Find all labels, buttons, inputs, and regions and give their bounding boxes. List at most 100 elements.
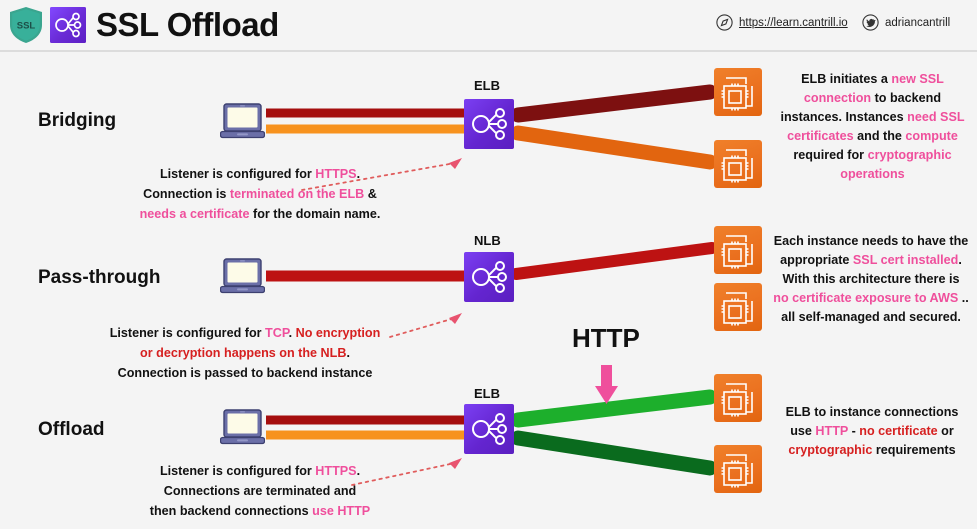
note-line: certificates and the compute [770,127,975,146]
laptop-icon-passthrough [220,258,265,294]
note-segment: TCP [265,326,289,340]
note-segment: use HTTP [312,504,371,518]
note-left-passthrough: Listener is configured for TCP. No encry… [95,323,395,383]
note-segment: all self-managed and secured. [781,310,961,324]
note-segment: to backend [871,91,942,105]
ec2-instance-icon-passthrough-2[interactable] [714,283,762,331]
laptop-icon-bridging [220,103,265,139]
note-segment: or [937,424,954,438]
note-left-bridging: Listener is configured for HTTPS.Connect… [110,164,410,224]
note-line: then backend connections use HTTP [110,501,410,521]
note-right-bridging: ELB initiates a new SSL connection to bac… [770,70,975,184]
note-line: ELB initiates a new SSL [770,70,975,89]
note-line: Connections are terminated and [110,481,410,501]
ec2-chip-glyph [721,383,753,417]
note-segment: appropriate [780,253,853,267]
note-right-passthrough: Each instance needs to have the appropria… [765,232,977,327]
note-line: operations [770,165,975,184]
note-segment: need SSL [907,110,965,124]
note-segment: no certificate exposure to AWS [773,291,959,305]
website-link-label: https://learn.cantrill.io [739,16,848,29]
website-link[interactable]: https://learn.cantrill.io [716,14,848,31]
compass-icon [716,14,733,31]
note-segment: HTTP [815,424,849,438]
ec2-instance-icon-bridging-2[interactable] [714,140,762,188]
note-segment: Connection is passed to backend instance [117,366,373,380]
nlb-glyph [472,261,507,293]
note-line: instances. Instances need SSL [770,108,975,127]
twitter-icon [862,14,879,31]
note-segment: no certificate [859,424,938,438]
elb-logo-icon [50,7,86,43]
laptop-icon-offload [220,409,265,445]
page-title: SSL Offload [96,6,279,43]
note-segment: and the [853,129,906,143]
callout-arrow-passthrough [389,317,456,338]
row-title-offload: Offload [38,419,105,440]
note-segment: With this architecture there is [782,272,960,286]
twitter-handle-label: adriancantrill [885,16,951,29]
http-annotation-label: HTTP [572,323,640,353]
node-label-elb-offload: ELB [474,386,500,401]
elb-glyph [472,413,507,445]
node-label-nlb-passthrough: NLB [474,233,501,248]
ssl-shield-icon: SSL [10,7,42,43]
note-segment: . [346,346,350,360]
pipe-elb-instance-darkred-bridging [510,84,718,123]
note-segment: - [848,424,860,438]
note-segment: . [356,464,361,478]
callout-arrowhead-passthrough [449,313,462,324]
elb-icon-bridging[interactable] [464,99,514,149]
elb-icon-offload[interactable] [464,404,514,454]
note-segment: then backend connections [149,504,313,518]
note-line: Connection is passed to backend instance [95,363,395,383]
note-line: cryptographic requirements [768,441,976,460]
note-left-offload: Listener is configured for HTTPS. Connect… [110,461,410,521]
ssl-badge-text: SSL [17,21,36,32]
note-line: all self-managed and secured. [765,308,977,327]
note-line: Connection is terminated on the ELB & [110,184,410,204]
ec2-chip-glyph [721,77,753,111]
node-label-elb-bridging: ELB [474,78,500,93]
note-segment: SSL cert installed [852,253,959,267]
ec2-chip-glyph [721,235,753,269]
note-line: or decryption happens on the NLB. [95,343,395,363]
note-segment: Listener is configured for [159,464,316,478]
note-line: appropriate SSL cert installed. [765,251,977,270]
elb-glyph [472,108,507,140]
ec2-chip-glyph [721,292,753,326]
nlb-icon-passthrough[interactable] [464,252,514,302]
note-segment: cryptographic [788,443,873,457]
pipe-nlb-instance-red-passthrough [510,242,718,280]
note-line: Listener is configured for HTTPS. [110,164,410,184]
note-segment: Listener is configured for [109,326,266,340]
note-segment: operations [840,167,905,181]
note-segment: Each instance needs to have the [773,234,969,248]
note-segment: connection [803,91,872,105]
ec2-instance-icon-bridging-1[interactable] [714,68,762,116]
twitter-link[interactable]: adriancantrill [862,14,950,31]
ec2-instance-icon-passthrough-1[interactable] [714,226,762,274]
note-segment: ELB initiates a [801,72,892,86]
ec2-instance-icon-offload-1[interactable] [714,374,762,422]
note-segment: & [364,187,377,201]
note-segment: HTTPS [315,167,357,181]
note-segment: ELB to instance connections [785,405,959,419]
note-segment: needs a certificate [139,207,250,221]
note-line: Listener is configured for HTTPS. [110,461,410,481]
note-segment: cryptographic [867,148,952,162]
note-segment: .. [958,291,969,305]
callout-arrowhead-offload [449,458,462,469]
callout-arrowhead-bridging [449,158,462,169]
note-segment: Listener is configured for [159,167,316,181]
note-segment: required for [793,148,868,162]
note-segment: Connections are terminated and [163,484,357,498]
note-line: no certificate exposure to AWS .. [765,289,977,308]
note-segment: . [356,167,361,181]
ec2-instance-icon-offload-2[interactable] [714,445,762,493]
note-segment: . [958,253,962,267]
row-title-passthrough: Pass-through [38,267,161,288]
note-segment: instances. Instances [780,110,908,124]
